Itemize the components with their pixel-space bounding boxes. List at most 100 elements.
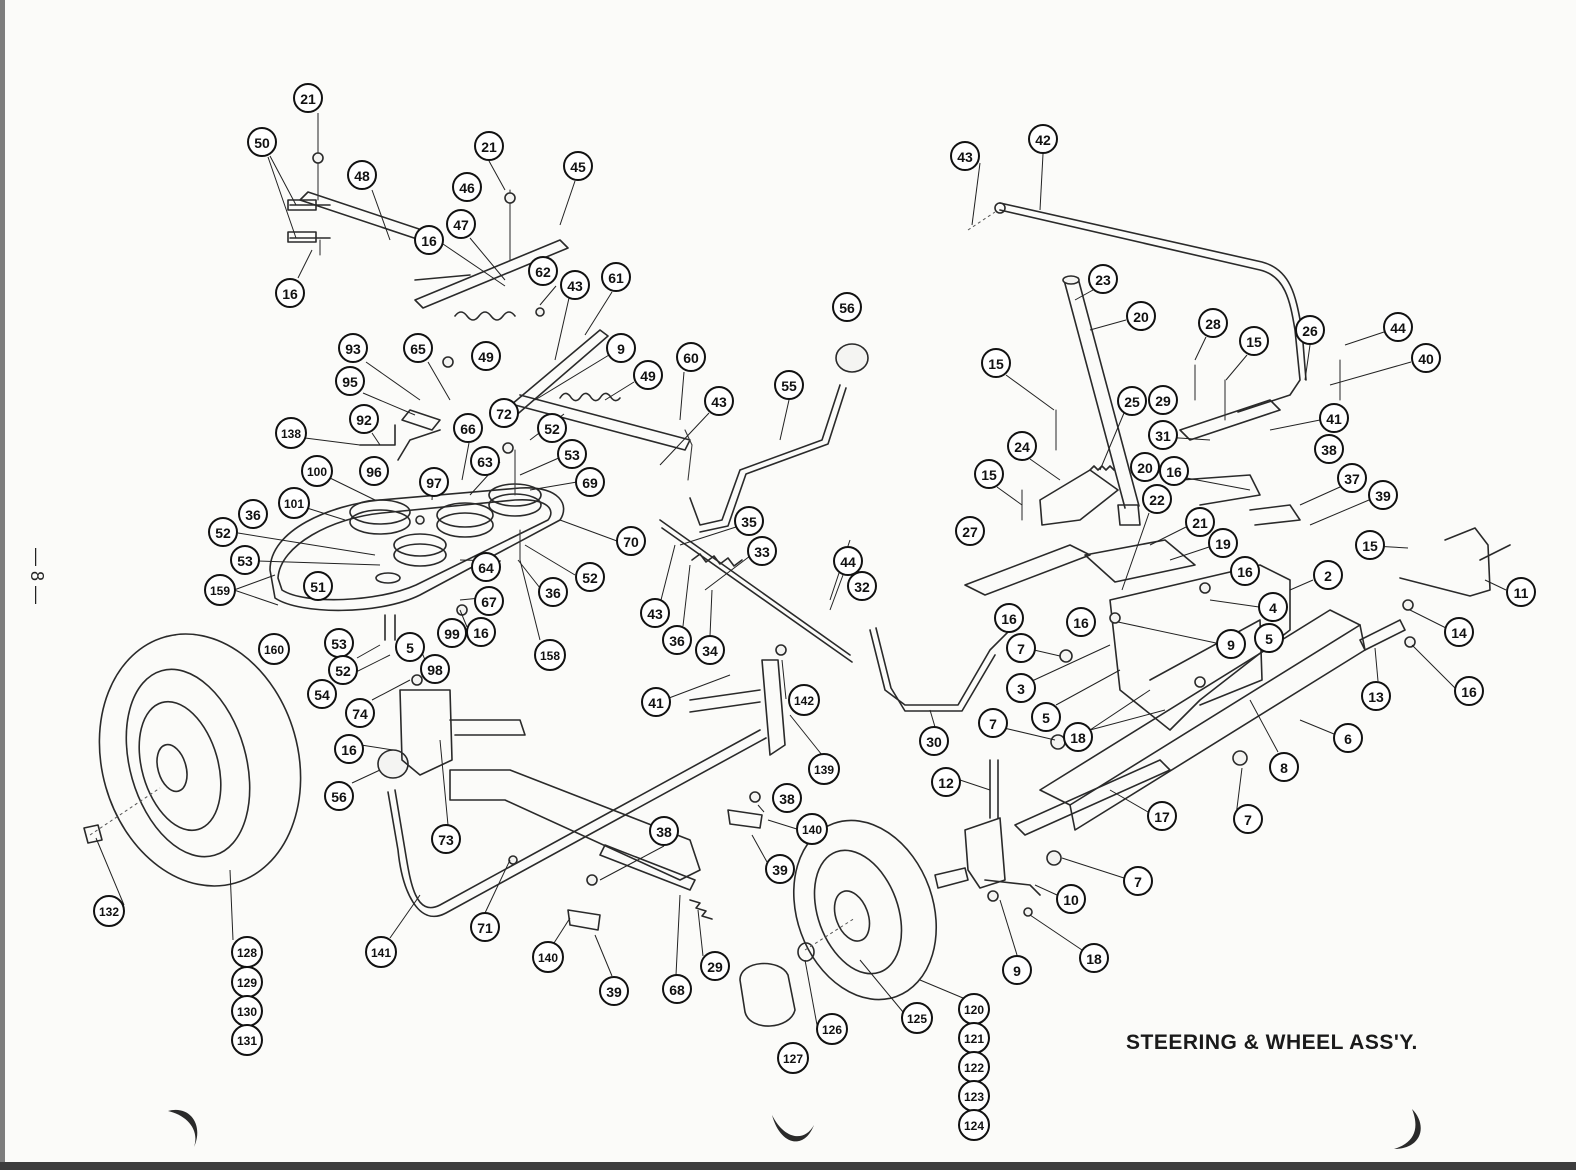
callout-circle xyxy=(1295,315,1325,345)
callout-30: 30 xyxy=(919,726,949,756)
callout-label: 21 xyxy=(300,91,316,107)
callout-circle xyxy=(1066,607,1096,637)
callout-label: 35 xyxy=(741,514,757,530)
callout-circle xyxy=(1126,301,1156,331)
callout-label: 97 xyxy=(426,475,442,491)
callout-circle xyxy=(1185,507,1215,537)
callout-29: 29 xyxy=(1148,385,1178,415)
callout-circle xyxy=(1269,752,1299,782)
callout-circle xyxy=(301,455,333,487)
callout-circle xyxy=(563,151,593,181)
callout-130: 130 xyxy=(231,995,263,1027)
callout-18: 18 xyxy=(1079,943,1109,973)
callout-label: 92 xyxy=(356,412,372,428)
callout-label: 15 xyxy=(981,467,997,483)
callout-circle xyxy=(1130,452,1160,482)
callout-circle xyxy=(695,635,725,665)
callout-label: 13 xyxy=(1368,689,1384,705)
binder-hole-center xyxy=(772,1115,814,1142)
callout-label: 67 xyxy=(481,594,497,610)
callout-circle xyxy=(489,398,519,428)
callout-circle xyxy=(204,574,236,606)
callout-43: 43 xyxy=(704,386,734,416)
callout-37: 37 xyxy=(1337,463,1367,493)
callout-circle xyxy=(1006,633,1036,663)
callout-circle xyxy=(359,456,389,486)
callout-19: 19 xyxy=(1208,528,1238,558)
page-number: — 8 — xyxy=(27,548,47,605)
callout-label: 53 xyxy=(331,636,347,652)
callout-circle xyxy=(1258,592,1288,622)
callout-circle xyxy=(1007,431,1037,461)
callout-66: 66 xyxy=(453,413,483,443)
callout-21: 21 xyxy=(293,83,323,113)
callout-label: 16 xyxy=(1001,611,1017,627)
callout-label: 54 xyxy=(314,687,330,703)
callout-16: 16 xyxy=(1454,676,1484,706)
callout-label: 71 xyxy=(477,920,493,936)
callout-circle xyxy=(538,577,568,607)
callout-20: 20 xyxy=(1130,452,1160,482)
callout-4: 4 xyxy=(1258,592,1288,622)
callout-43: 43 xyxy=(950,141,980,171)
steering-shaft-30 xyxy=(869,629,1011,706)
callout-label: 140 xyxy=(538,951,558,965)
callout-label: 159 xyxy=(210,584,230,598)
callout-circle xyxy=(796,813,828,845)
callout-circle xyxy=(338,333,368,363)
callout-16: 16 xyxy=(414,225,444,255)
callout-label: 2 xyxy=(1324,568,1332,584)
callout-circle xyxy=(1230,556,1260,586)
callout-circle xyxy=(414,225,444,255)
callout-56: 56 xyxy=(324,781,354,811)
callout-circle xyxy=(403,333,433,363)
callout-label: 18 xyxy=(1070,730,1086,746)
callout-circle xyxy=(1337,463,1367,493)
callout-circle xyxy=(662,974,692,1004)
callout-label: 39 xyxy=(772,862,788,878)
callout-circle xyxy=(537,413,567,443)
callout-circle xyxy=(1148,385,1178,415)
shift-lever-55 xyxy=(689,343,869,533)
callout-circle xyxy=(307,679,337,709)
callout-circle xyxy=(437,618,467,648)
callout-label: 18 xyxy=(1086,951,1102,967)
callout-circle xyxy=(950,141,980,171)
callout-circle xyxy=(1123,866,1153,896)
callout-label: 50 xyxy=(254,135,270,151)
callout-label: 36 xyxy=(545,585,561,601)
front-axle-6 xyxy=(1039,609,1366,831)
callout-label: 20 xyxy=(1133,309,1149,325)
callout-circle xyxy=(275,417,307,449)
callout-circle xyxy=(557,439,587,469)
callout-circle xyxy=(901,1002,933,1034)
callout-circle xyxy=(1117,386,1147,416)
callout-label: 34 xyxy=(702,643,718,659)
leader-lines xyxy=(95,113,1507,1026)
callout-circle xyxy=(470,446,500,476)
callout-label: 49 xyxy=(640,368,656,384)
callout-label: 15 xyxy=(1246,334,1262,350)
callout-label: 62 xyxy=(535,264,551,280)
callout-28: 28 xyxy=(1198,308,1228,338)
callout-141: 141 xyxy=(365,936,397,968)
callout-circle xyxy=(1142,484,1172,514)
callout-69: 69 xyxy=(575,467,605,497)
callout-120: 120 xyxy=(958,993,990,1025)
callout-16: 16 xyxy=(994,603,1024,633)
callout-label: 128 xyxy=(237,946,257,960)
callout-label: 48 xyxy=(354,168,370,184)
callout-10: 10 xyxy=(1056,884,1086,914)
clutch-rod-33 xyxy=(659,519,853,663)
callout-128: 128 xyxy=(231,936,263,968)
callout-circle xyxy=(958,1109,990,1141)
steering-arm-27 xyxy=(964,544,1091,596)
callout-7: 7 xyxy=(978,708,1008,738)
callout-label: 56 xyxy=(331,789,347,805)
callout-label: 43 xyxy=(567,278,583,294)
callout-label: 60 xyxy=(683,350,699,366)
callout-circle xyxy=(275,278,305,308)
callout-label: 41 xyxy=(1326,411,1342,427)
callout-11: 11 xyxy=(1506,577,1536,607)
